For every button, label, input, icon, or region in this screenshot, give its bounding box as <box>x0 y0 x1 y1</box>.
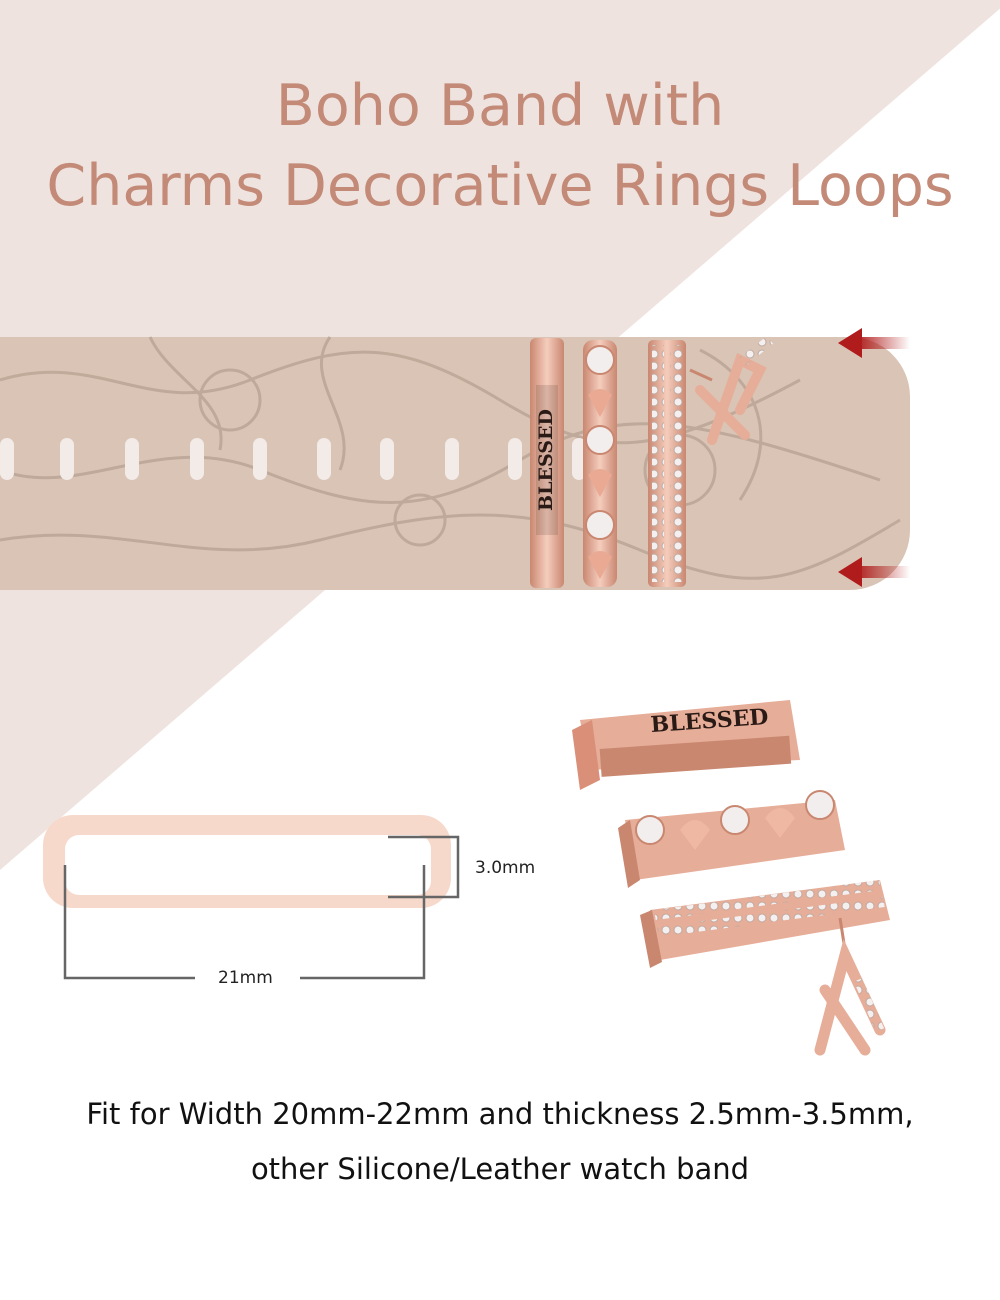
letter-a-charm-on-band <box>689 336 774 445</box>
blessed-charm-on-band: BLESSED <box>530 338 564 588</box>
crystal-bar-charm-on-band <box>648 340 686 587</box>
blessed-charm: BLESSED <box>572 700 800 790</box>
red-arrow-bottom <box>838 557 910 587</box>
title-line-2: Charms Decorative Rings Loops <box>46 153 954 219</box>
crystal-bar-charm <box>640 880 890 968</box>
thickness-label: 3.0mm <box>475 858 536 878</box>
red-arrow-top <box>838 328 910 358</box>
caption-line-2: other Silicone/Leather watch band <box>250 1152 750 1186</box>
width-label: 21mm <box>218 968 273 988</box>
svg-text:BLESSED: BLESSED <box>535 409 557 511</box>
heart-crystal-charm-on-band <box>583 340 617 587</box>
heart-crystal-charm <box>618 790 845 888</box>
title-line-1: Boho Band with <box>275 73 725 139</box>
watch-band <box>0 336 910 590</box>
letter-a-charm <box>814 917 886 1056</box>
caption-line-1: Fit for Width 20mm-22mm and thickness 2.… <box>86 1097 914 1131</box>
loop-dimension-drawing <box>43 815 460 980</box>
